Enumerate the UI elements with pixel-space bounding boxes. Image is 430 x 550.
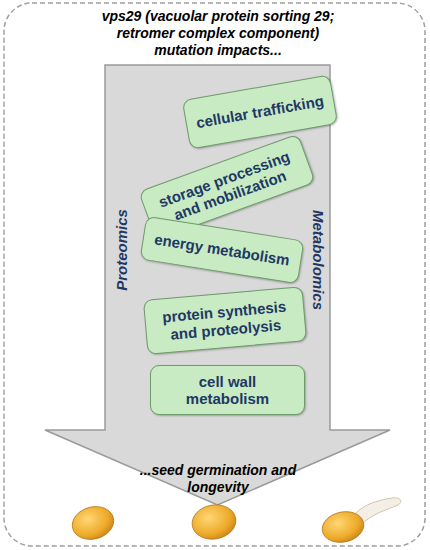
box-text: protein synthesis and proteolysis — [153, 297, 297, 344]
box-text: energy metabolism — [153, 231, 291, 269]
box-text: cell wall metabolism — [159, 373, 296, 408]
heading: vps29 (vacuolar protein sorting 29; retr… — [90, 8, 346, 58]
outcome-label: ...seed germination and longevity — [135, 462, 301, 496]
method-label: Proteomics — [112, 190, 132, 310]
seed — [69, 502, 118, 544]
seed — [189, 501, 238, 542]
seed-radicle — [352, 498, 401, 524]
germinating-seed — [319, 508, 366, 546]
outer-frame — [4, 3, 425, 546]
method-label: Metabolomics — [308, 200, 328, 320]
impact-box: cell wall metabolism — [150, 365, 305, 415]
arrow-outline — [45, 65, 390, 505]
box-text: cellular trafficking — [195, 92, 325, 131]
process-arrow: Proteomics Metabolomics cellular trafficki… — [45, 65, 390, 505]
